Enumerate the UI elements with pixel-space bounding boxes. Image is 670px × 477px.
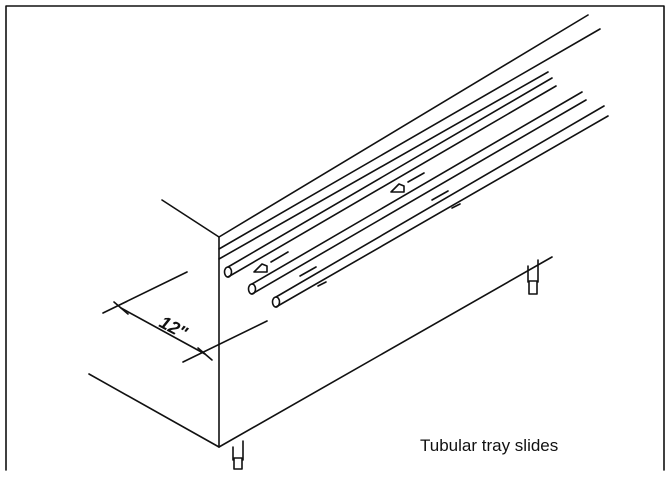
leg-front — [232, 440, 244, 470]
tray-slide-tube-1 — [223, 77, 557, 278]
slide-hook-rear — [390, 172, 461, 209]
dimension-indicator — [102, 271, 268, 363]
frame-border — [5, 5, 665, 471]
dimension-label: 12" — [156, 312, 191, 343]
tray-slide-tube-2 — [247, 91, 587, 295]
slide-hook-front — [253, 251, 327, 287]
tray-slide-tube-3 — [271, 105, 609, 308]
cabinet — [88, 14, 601, 448]
leg-rear — [527, 259, 539, 295]
diagram-caption: Tubular tray slides — [420, 436, 559, 455]
